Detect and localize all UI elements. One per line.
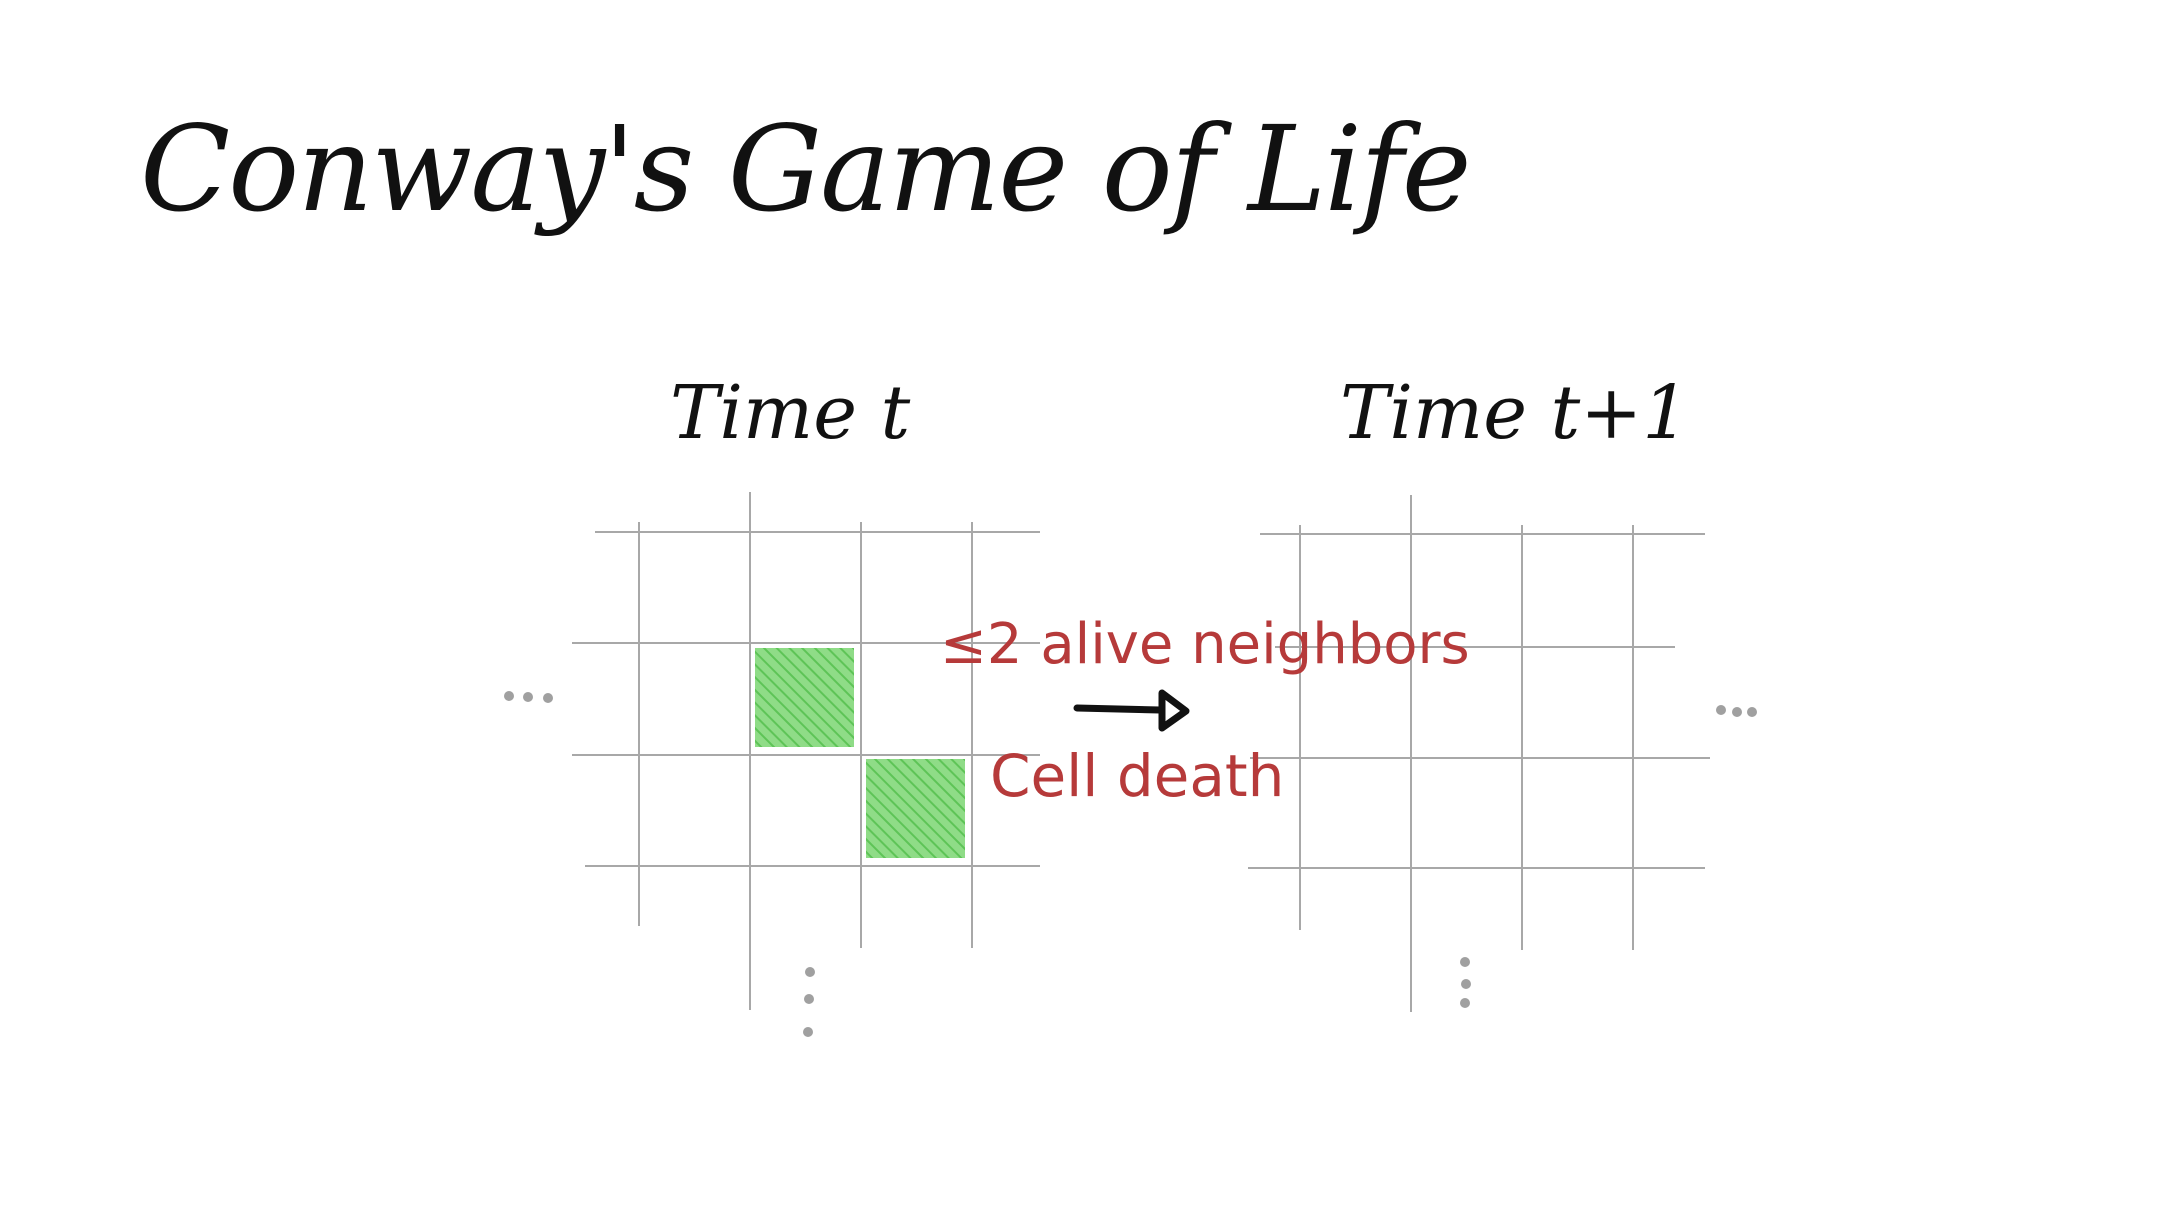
left-ellipsis-vertical [803,967,815,1037]
rule-result: Cell death [990,742,1285,810]
page-title: Conway's Game of Life [140,100,1472,238]
left-ellipsis-horizontal [504,691,553,703]
right-ellipsis-horizontal [1716,705,1757,717]
transition-arrow-icon [1073,689,1190,732]
rule-condition: ≤2 alive neighbors [940,612,1470,677]
alive-cell [755,648,854,747]
alive-cell [866,759,965,858]
time-t-plus-1-label: Time t+1 [1340,370,1690,456]
time-t-label: Time t [670,370,911,456]
grid-time-t [572,492,1040,1010]
grid-time-t-plus-1 [1248,495,1710,1012]
right-ellipsis-vertical [1460,957,1471,1008]
